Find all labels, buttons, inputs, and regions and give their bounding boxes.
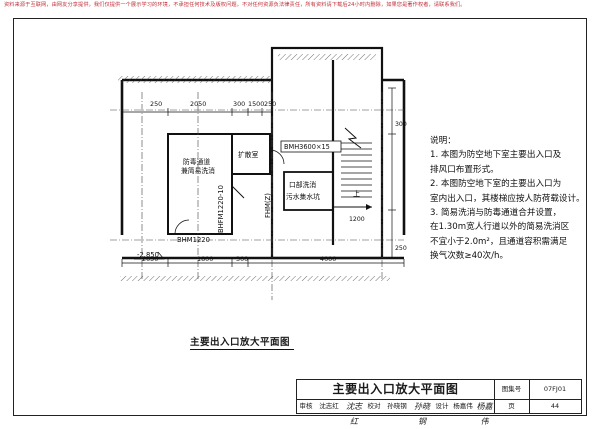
note-line: 室内出入口，其楼梯应按人防荷载设计。 xyxy=(430,193,585,204)
dim-top-0: 250 xyxy=(150,100,162,108)
atlas-label: 图集号 xyxy=(501,385,522,393)
right-dimension-lines xyxy=(388,87,396,258)
door-swing-line xyxy=(231,185,245,199)
signature: 沈志红 xyxy=(346,402,362,426)
note-line: 在1.30m宽人行道以外的简易洗消区 xyxy=(430,222,570,233)
drawing-frame xyxy=(13,18,587,416)
notes-block: 说明： 1. 本图为防空地下室主要出入口及 排风口布置形式。 2. 本图防空地下… xyxy=(430,134,585,264)
note-line: 排风口布置形式。 xyxy=(430,164,499,175)
title-block-title: 主要出入口放大平面图 xyxy=(332,382,459,396)
dim-bottom-3: 4000 xyxy=(320,255,336,263)
stair-break-line xyxy=(344,127,362,149)
axis-gridlines xyxy=(110,92,404,300)
top-dimension-lines xyxy=(121,108,273,116)
role-label: 设计 xyxy=(435,402,449,410)
note-line: 1. 本图为防空地下室主要出入口及 xyxy=(430,150,562,161)
dim-top-1: 2050 xyxy=(190,100,206,108)
role-label: 审核 xyxy=(299,402,313,410)
decon-label-line1: 防毒通道 xyxy=(183,157,210,166)
note-line: 2. 本图防空地下室的主要出入口为 xyxy=(430,179,562,190)
top-notice: 资料来源于互联网，由网友分享提供，我们仅提供一个展示学习的环境，不承担任何技术及… xyxy=(4,2,466,8)
handwash-label: 口部洗消 xyxy=(289,180,316,189)
title-block-divider xyxy=(529,380,530,413)
bottom-wall-hatch xyxy=(120,276,390,281)
title-block: 主要出入口放大平面图 图集号 07FJ01 页 44 审核 沈志红 沈志红 校对… xyxy=(296,379,582,426)
notes-heading: 说明： xyxy=(430,136,456,146)
side-door-label: BHFM1220-10 xyxy=(217,185,225,233)
title-block-divider xyxy=(297,399,581,400)
decon-label-line2: 兼简易洗消 xyxy=(181,166,215,175)
dim-bottom-1: 1800 xyxy=(197,255,213,263)
dim-top-3: 1500 xyxy=(248,100,264,108)
blast-door-tag xyxy=(280,140,342,153)
signature: 杨嘉伟 xyxy=(476,402,493,426)
door-swing-arc xyxy=(174,219,190,235)
plan-caption: 主要出入口放大平面图 xyxy=(190,337,291,348)
note-line: 不宜小于2.0m²，且通道容积需满足 xyxy=(430,236,568,247)
page-label: 页 xyxy=(508,402,515,410)
atlas-number: 07FJ01 xyxy=(543,385,567,393)
role-name: 孙晓钢 xyxy=(387,402,407,410)
dim-bottom-2: 300 xyxy=(236,255,248,263)
title-block-divider xyxy=(494,380,495,413)
grade-dim: 1200 xyxy=(349,216,365,223)
stair-shaft-walls xyxy=(270,46,384,260)
bottom-door-label: BHM1220 xyxy=(177,236,210,244)
elevation-marker xyxy=(134,251,165,260)
note-line: 3. 简易洗消与防毒通道合并设置， xyxy=(430,208,562,219)
note-line: 换气次数≥40次/h。 xyxy=(430,251,509,262)
sewage-label: 污水集水坑 xyxy=(286,192,320,201)
dim-right-0: 300 xyxy=(395,121,407,128)
stair-treads xyxy=(341,142,372,198)
blast-door-label: BMH3600×15 xyxy=(284,143,330,151)
page-number: 44 xyxy=(550,402,560,410)
elevation-label: -2.850 xyxy=(137,251,159,259)
dim-top-4: 250 xyxy=(264,100,276,108)
right-dimension-texts: 300 1200 250 xyxy=(349,121,407,252)
decon-room-walls xyxy=(167,133,271,235)
bottom-dimension-lines xyxy=(121,259,405,267)
top-dimension-texts: 250 2050 300 1500 250 xyxy=(150,100,276,108)
role-name: 杨嘉伟 xyxy=(453,402,473,410)
role-name: 沈志红 xyxy=(319,402,339,410)
dim-right-2: 250 xyxy=(395,245,407,252)
stair-top-hatch xyxy=(278,54,376,60)
caption-underline xyxy=(190,349,294,350)
signature: 孙晓钢 xyxy=(414,402,430,426)
top-wall-hatch xyxy=(118,76,272,83)
stair-arrow-head xyxy=(366,204,372,210)
dim-top-2: 300 xyxy=(233,100,245,108)
door-swing-arc-2 xyxy=(269,149,285,165)
role-label: 校对 xyxy=(367,402,381,410)
stair-up-label: 上 xyxy=(353,189,360,198)
valve-door-label: FHM(Z) xyxy=(264,193,272,218)
expansion-room-label: 扩散室 xyxy=(238,150,259,159)
room-labels: 防毒通道 兼简易洗消 扩散室 口部洗消 污水集水坑 xyxy=(181,150,320,201)
